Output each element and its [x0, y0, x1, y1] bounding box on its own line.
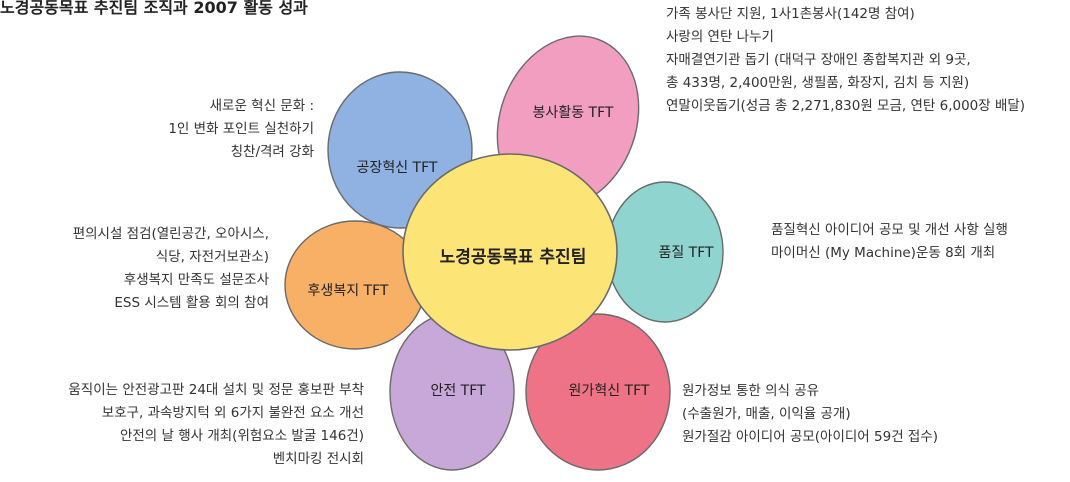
note-line: 움직이는 안전광고판 24대 설치 및 정문 홍보판 부착: [68, 382, 364, 398]
note-line: 편의시설 점검(열린공간, 오아시스,: [72, 226, 269, 242]
note-line: 사랑의 연탄 나누기: [666, 29, 774, 45]
note-line: ESS 시스템 활용 회의 참여: [114, 295, 269, 311]
notes-cost: 원가정보 통한 의식 공유 (수출원가, 매출, 이익율 공개) 원가절감 아이…: [682, 380, 938, 449]
notes-quality: 품질혁신 아이디어 공모 및 개선 사항 실행 마이머신 (My Machine…: [771, 219, 1008, 265]
note-line: 품질혁신 아이디어 공모 및 개선 사항 실행: [771, 222, 1008, 238]
center-label: 노경공동목표 추진팀: [439, 247, 587, 268]
note-line: 후생복지 만족도 설문조사: [123, 272, 269, 288]
note-line: 보호구, 과속방지턱 외 6가지 불완전 요소 개선: [101, 405, 364, 421]
note-line: 칭찬/격려 강화: [230, 144, 314, 160]
note-line: 마이머신 (My Machine)운동 8회 개최: [771, 245, 996, 261]
notes-welfare: 편의시설 점검(열린공간, 오아시스, 식당, 자전거보관소) 후생복지 만족도…: [73, 223, 269, 315]
note-line: 연말이웃돕기(성금 총 2,271,830원 모금, 연탄 6,000장 배달): [666, 98, 1026, 114]
petal-label-welfare: 후생복지 TFT: [307, 283, 389, 299]
note-line: (수출원가, 매출, 이익율 공개): [682, 406, 851, 422]
petal-label-service: 봉사활동 TFT: [532, 105, 614, 121]
note-line: 원가절감 아이디어 공모(아이디어 59건 접수): [682, 429, 939, 445]
notes-factory: 새로운 혁신 문화 : 1인 변화 포인트 실천하기 칭찬/격려 강화: [168, 95, 314, 164]
note-line: 자매결연기관 돕기 (대덕구 장애인 종합복지관 외 9곳,: [666, 52, 971, 68]
diagram-title: 노경공동목표 추진팀 조직과 2007 활동 성과: [0, 0, 308, 17]
note-line: 벤치마킹 전시회: [272, 451, 364, 467]
center-circle: [402, 153, 618, 351]
notes-safety: 움직이는 안전광고판 24대 설치 및 정문 홍보판 부착 보호구, 과속방지턱…: [68, 379, 364, 471]
note-line: 식당, 자전거보관소): [155, 249, 269, 265]
notes-service: 가족 봉사단 지원, 1사1촌봉사(142명 참여) 사랑의 연탄 나누기 자매…: [666, 3, 1025, 118]
note-line: 총 433명, 2,400만원, 생필품, 화장지, 김치 등 지원): [666, 75, 970, 91]
note-line: 원가정보 통한 의식 공유: [682, 383, 820, 399]
note-line: 새로운 혁신 문화 :: [209, 98, 314, 114]
petal-label-safety: 안전 TFT: [430, 383, 486, 399]
petal-label-quality: 품질 TFT: [658, 245, 714, 261]
petal-label-factory: 공장혁신 TFT: [356, 160, 438, 176]
note-line: 1인 변화 포인트 실천하기: [168, 121, 314, 137]
note-line: 가족 봉사단 지원, 1사1촌봉사(142명 참여): [666, 6, 915, 22]
petal-cost: [525, 313, 671, 471]
petal-label-cost: 원가혁신 TFT: [568, 383, 650, 399]
note-line: 안전의 날 행사 개최(위험요소 발굴 146건): [119, 428, 364, 444]
